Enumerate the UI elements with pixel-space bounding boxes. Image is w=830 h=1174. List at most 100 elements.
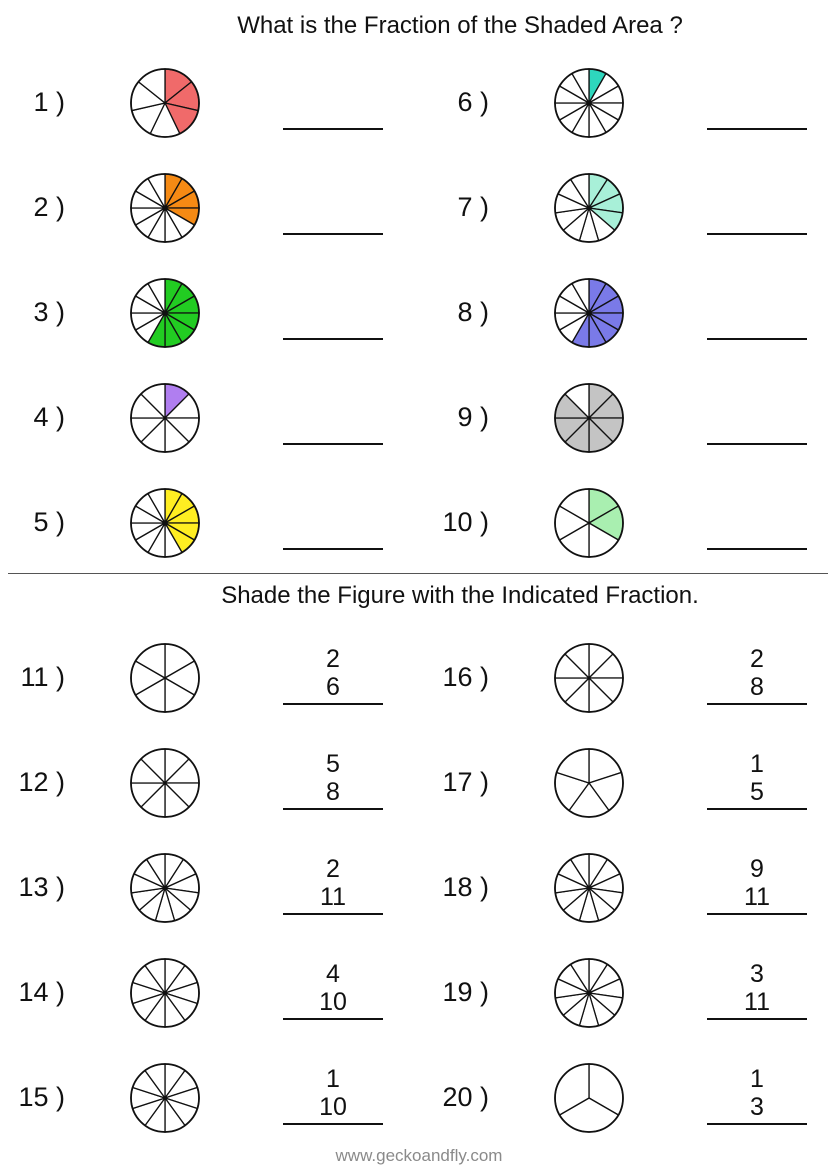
- blank-pie-19: [554, 958, 624, 1028]
- fraction-bar: [707, 913, 807, 915]
- pie-outline: [130, 643, 200, 713]
- problem-number: 12 ): [18, 767, 65, 797]
- fraction-denominator: 5: [750, 778, 764, 806]
- answer-blank[interactable]: [707, 128, 807, 130]
- problem-number: 8 ): [457, 297, 489, 327]
- pie-outline: [130, 173, 200, 243]
- blank-pie-18: [554, 853, 624, 923]
- problem-number: 16 ): [442, 662, 489, 692]
- fraction-bar: [283, 1123, 383, 1125]
- problem-number: 5 ): [33, 507, 65, 537]
- problem-number: 3 ): [33, 297, 65, 327]
- problem-number: 20 ): [442, 1082, 489, 1112]
- fraction-numerator: 9: [750, 855, 764, 883]
- answer-blank[interactable]: [707, 338, 807, 340]
- blank-pie-14: [130, 958, 200, 1028]
- blank-pie-20: [554, 1063, 624, 1133]
- blank-pie-17: [554, 748, 624, 818]
- pie-outline: [130, 68, 200, 138]
- pie-outline: [554, 1063, 624, 1133]
- fraction-bar: [283, 703, 383, 705]
- answer-blank[interactable]: [707, 233, 807, 235]
- answer-blank[interactable]: [283, 548, 383, 550]
- pie-outline: [554, 278, 624, 348]
- problem-number: 14 ): [18, 977, 65, 1007]
- blank-pie-13: [130, 853, 200, 923]
- fraction-denominator: 11: [320, 883, 346, 911]
- answer-blank[interactable]: [283, 443, 383, 445]
- pie-outline: [554, 488, 624, 558]
- shaded-pie-7: [554, 173, 624, 243]
- problem-number: 9 ): [457, 402, 489, 432]
- section-divider: [8, 573, 828, 574]
- fraction-numerator: 4: [326, 960, 340, 988]
- blank-pie-11: [130, 643, 200, 713]
- problem-number: 4 ): [33, 402, 65, 432]
- problem-number: 10 ): [442, 507, 489, 537]
- problem-number: 19 ): [442, 977, 489, 1007]
- pie-outline: [554, 958, 624, 1028]
- shaded-pie-10: [554, 488, 624, 558]
- problem-number: 15 ): [18, 1082, 65, 1112]
- problem-number: 13 ): [18, 872, 65, 902]
- pie-outline: [554, 383, 624, 453]
- answer-blank[interactable]: [283, 338, 383, 340]
- shaded-pie-6: [554, 68, 624, 138]
- footer-url: www.geckoandfly.com: [335, 1146, 503, 1165]
- fraction-denominator: 6: [326, 673, 340, 701]
- fraction-denominator: 10: [319, 1093, 347, 1121]
- pie-outline: [130, 958, 200, 1028]
- pie-outline: [554, 173, 624, 243]
- pie-outline: [554, 748, 624, 818]
- blank-pie-15: [130, 1063, 200, 1133]
- fraction-denominator: 11: [744, 883, 770, 911]
- fraction-numerator: 2: [326, 855, 340, 883]
- fraction-denominator: 3: [750, 1093, 764, 1121]
- pie-outline: [130, 278, 200, 348]
- pie-outline: [130, 488, 200, 558]
- shaded-pie-4: [130, 383, 200, 453]
- answer-blank[interactable]: [707, 443, 807, 445]
- fraction-denominator: 8: [750, 673, 764, 701]
- blank-pie-16: [554, 643, 624, 713]
- shaded-pie-3: [130, 278, 200, 348]
- fraction-bar: [707, 703, 807, 705]
- section1-title: What is the Fraction of the Shaded Area …: [237, 12, 683, 39]
- pie-outline: [130, 748, 200, 818]
- pie-outline: [554, 643, 624, 713]
- fraction-numerator: 1: [750, 750, 764, 778]
- fraction-numerator: 1: [750, 1065, 764, 1093]
- problem-number: 2 ): [33, 192, 65, 222]
- fraction-numerator: 3: [750, 960, 764, 988]
- problem-number: 7 ): [457, 192, 489, 222]
- pie-outline: [130, 1063, 200, 1133]
- fraction-numerator: 2: [326, 645, 340, 673]
- shaded-pie-1: [130, 68, 200, 138]
- answer-blank[interactable]: [283, 128, 383, 130]
- problem-number: 11 ): [20, 662, 65, 692]
- fraction-bar: [283, 913, 383, 915]
- problem-number: 6 ): [457, 87, 489, 117]
- answer-blank[interactable]: [283, 233, 383, 235]
- answer-blank[interactable]: [707, 548, 807, 550]
- problem-number: 18 ): [442, 872, 489, 902]
- fraction-bar: [707, 808, 807, 810]
- section2-title: Shade the Figure with the Indicated Frac…: [221, 582, 699, 609]
- fraction-bar: [283, 1018, 383, 1020]
- shaded-pie-8: [554, 278, 624, 348]
- shaded-pie-9: [554, 383, 624, 453]
- pie-outline: [554, 68, 624, 138]
- fraction-bar: [707, 1123, 807, 1125]
- pie-outline: [554, 853, 624, 923]
- fraction-denominator: 11: [744, 988, 770, 1016]
- problem-number: 17 ): [442, 767, 489, 797]
- fraction-bar: [707, 1018, 807, 1020]
- fraction-denominator: 10: [319, 988, 347, 1016]
- fraction-denominator: 8: [326, 778, 340, 806]
- problem-number: 1 ): [33, 87, 65, 117]
- shaded-pie-2: [130, 173, 200, 243]
- fraction-numerator: 2: [750, 645, 764, 673]
- pie-outline: [130, 853, 200, 923]
- fraction-numerator: 1: [326, 1065, 340, 1093]
- pie-outline: [130, 383, 200, 453]
